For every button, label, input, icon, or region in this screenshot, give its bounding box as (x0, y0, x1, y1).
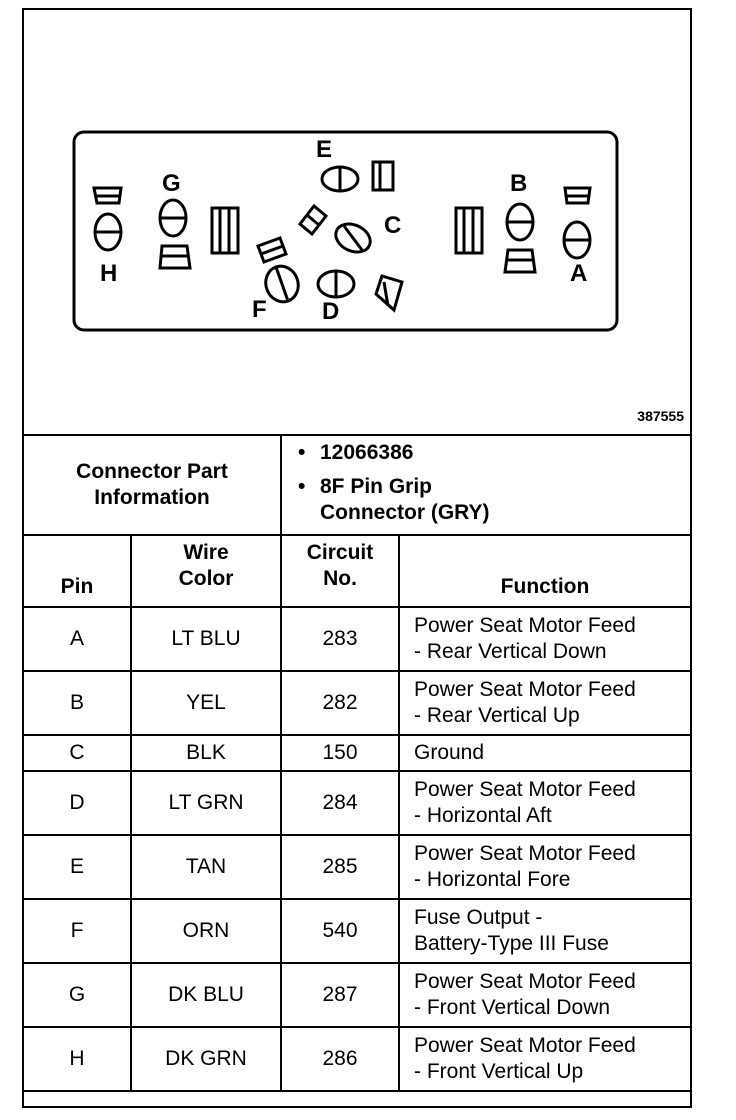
pin-cell: B (24, 670, 132, 736)
pin-label-h: H (100, 260, 118, 287)
pin-a-terminal (562, 186, 592, 260)
circuit-cell: 285 (280, 834, 400, 900)
connector-face-figure: E G B C H A F D 387555 (24, 10, 690, 436)
connector-sheet: E G B C H A F D 387555 Connector Part In… (22, 8, 692, 1108)
pin-label-b: B (510, 170, 528, 197)
wire-color-cell: DK GRN (130, 1026, 282, 1092)
function-cell: Power Seat Motor Feed - Horizontal Aft (398, 770, 690, 836)
function-line: Fuse Output - (414, 906, 543, 929)
pin-cell: F (24, 898, 132, 964)
pin-label-e: E (316, 136, 333, 163)
circuit-cell: 540 (280, 898, 400, 964)
wire-color-cell: TAN (130, 834, 282, 900)
function-line: - Front Vertical Up (414, 1060, 584, 1083)
pin-label-g: G (162, 170, 181, 197)
function-line: Power Seat Motor Feed (414, 678, 636, 701)
wire-color-cell: DK BLU (130, 962, 282, 1028)
wire-color-cell: BLK (130, 734, 282, 772)
function-cell: Power Seat Motor Feed - Rear Vertical Up (398, 670, 690, 736)
pin-label-f: F (252, 296, 267, 323)
header-wire-color: Wire Color (130, 534, 282, 608)
pin-c-terminal (297, 203, 372, 254)
function-line: - Rear Vertical Down (414, 640, 607, 663)
table-header-row: Pin Wire Color Circuit No. Function (24, 534, 690, 608)
pin-cell: G (24, 962, 132, 1028)
pin-label-d: D (322, 298, 340, 325)
function-cell: Fuse Output - Battery-Type III Fuse (398, 898, 690, 964)
right-latch (454, 206, 484, 255)
function-cell: Power Seat Motor Feed - Front Vertical Up (398, 1026, 690, 1092)
function-line: Power Seat Motor Feed (414, 842, 636, 865)
pin-cell: A (24, 607, 132, 672)
pin-cell: E (24, 834, 132, 900)
connector-info-item: •8F Pin Grip (298, 475, 433, 498)
pin-cell: H (24, 1026, 132, 1092)
header-function: Function (398, 534, 690, 608)
left-latch (210, 206, 240, 255)
pin-cell: C (24, 734, 132, 772)
function-line: Power Seat Motor Feed (414, 778, 636, 801)
circuit-cell: 150 (280, 734, 400, 772)
pinout-table: Connector Part Information •12066386 •8F… (24, 436, 690, 1092)
pin-g-terminal (158, 198, 192, 270)
pin-f-terminal (256, 236, 300, 304)
circuit-cell: 287 (280, 962, 400, 1028)
wire-color-cell: YEL (130, 670, 282, 736)
connector-info-label-line1: Connector Part (76, 460, 228, 483)
function-line: Ground (414, 741, 485, 764)
circuit-cell: 283 (280, 607, 400, 672)
connector-info-row: Connector Part Information •12066386 •8F… (24, 436, 690, 536)
wire-color-cell: LT BLU (130, 607, 282, 672)
connector-body-outline (72, 130, 619, 332)
function-line: - Horizontal Aft (414, 804, 552, 827)
wire-color-cell: LT GRN (130, 770, 282, 836)
connector-info-list: •12066386 •8F Pin Grip Connector (GRY) (280, 436, 690, 536)
function-cell: Power Seat Motor Feed - Horizontal Fore (398, 834, 690, 900)
function-cell: Power Seat Motor Feed - Front Vertical Do… (398, 962, 690, 1028)
function-line: Battery-Type III Fuse (414, 932, 609, 955)
connector-info-item: •12066386 (298, 441, 414, 464)
pin-cell: D (24, 770, 132, 836)
function-line: Power Seat Motor Feed (414, 1034, 636, 1057)
function-line: - Rear Vertical Up (414, 704, 580, 727)
pin-h-terminal (92, 186, 123, 252)
connector-info-item-continued: Connector (GRY) (320, 501, 490, 524)
pin-label-c: C (384, 212, 402, 239)
pin-label-a: A (570, 260, 588, 287)
function-line: - Horizontal Fore (414, 868, 571, 891)
function-line: - Front Vertical Down (414, 996, 611, 1019)
function-cell: Power Seat Motor Feed - Rear Vertical Dow… (398, 607, 690, 672)
function-line: Power Seat Motor Feed (414, 970, 636, 993)
circuit-cell: 286 (280, 1026, 400, 1092)
connector-info-label-line2: Information (94, 486, 210, 509)
figure-id: 387555 (637, 408, 684, 424)
pin-e-terminal (320, 160, 395, 193)
header-pin: Pin (24, 534, 132, 608)
function-line: Power Seat Motor Feed (414, 614, 636, 637)
circuit-cell: 282 (280, 670, 400, 736)
connector-info-label: Connector Part Information (24, 436, 282, 536)
wire-color-cell: ORN (130, 898, 282, 964)
circuit-cell: 284 (280, 770, 400, 836)
connector-face-drawing (72, 130, 619, 332)
pin-b-terminal (503, 202, 537, 274)
header-circuit-no: Circuit No. (280, 534, 400, 608)
function-cell: Ground (398, 734, 690, 772)
pin-d-terminal (316, 269, 404, 313)
